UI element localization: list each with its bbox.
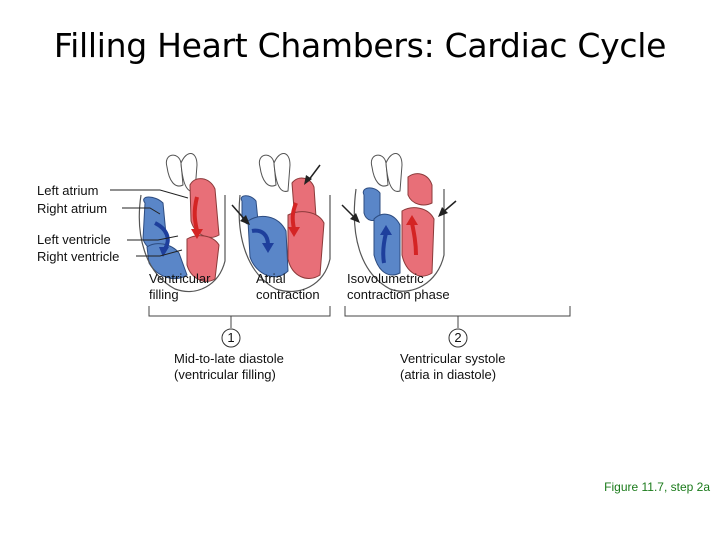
label-left-ventricle: Left ventricle — [37, 232, 111, 247]
bracket-stage-1 — [148, 306, 331, 328]
heart-atrial-contraction — [231, 153, 331, 293]
stage-1-circle — [221, 328, 241, 348]
bracket-stage-2 — [344, 306, 571, 328]
phase-label-isovolumetric-contraction: Isovolumetric contraction phase — [347, 271, 450, 302]
label-left-atrium: Left atrium — [37, 183, 99, 198]
heart-isovolumetric-contraction — [341, 153, 457, 292]
phase-label-ventricular-filling: Ventricular filling — [149, 271, 211, 302]
stage-1-description: Mid-to-late diastole (ventricular fillin… — [174, 351, 284, 382]
leader-lines — [110, 189, 189, 257]
stage-1-number: 1 — [227, 330, 235, 345]
label-right-ventricle: Right ventricle — [37, 249, 120, 264]
figure-caption: Figure 11.7, step 2a — [604, 480, 710, 494]
stage-2-description: Ventricular systole (atria in diastole) — [400, 351, 506, 382]
stage-2-circle — [448, 328, 468, 348]
stage-2-number: 2 — [454, 330, 462, 345]
slide-title: Filling Heart Chambers: Cardiac Cycle — [53, 26, 667, 65]
phase-label-atrial-contraction: Atrial contraction — [256, 271, 320, 302]
label-right-atrium: Right atrium — [37, 201, 108, 216]
heart-ventricular-filling — [138, 153, 226, 293]
